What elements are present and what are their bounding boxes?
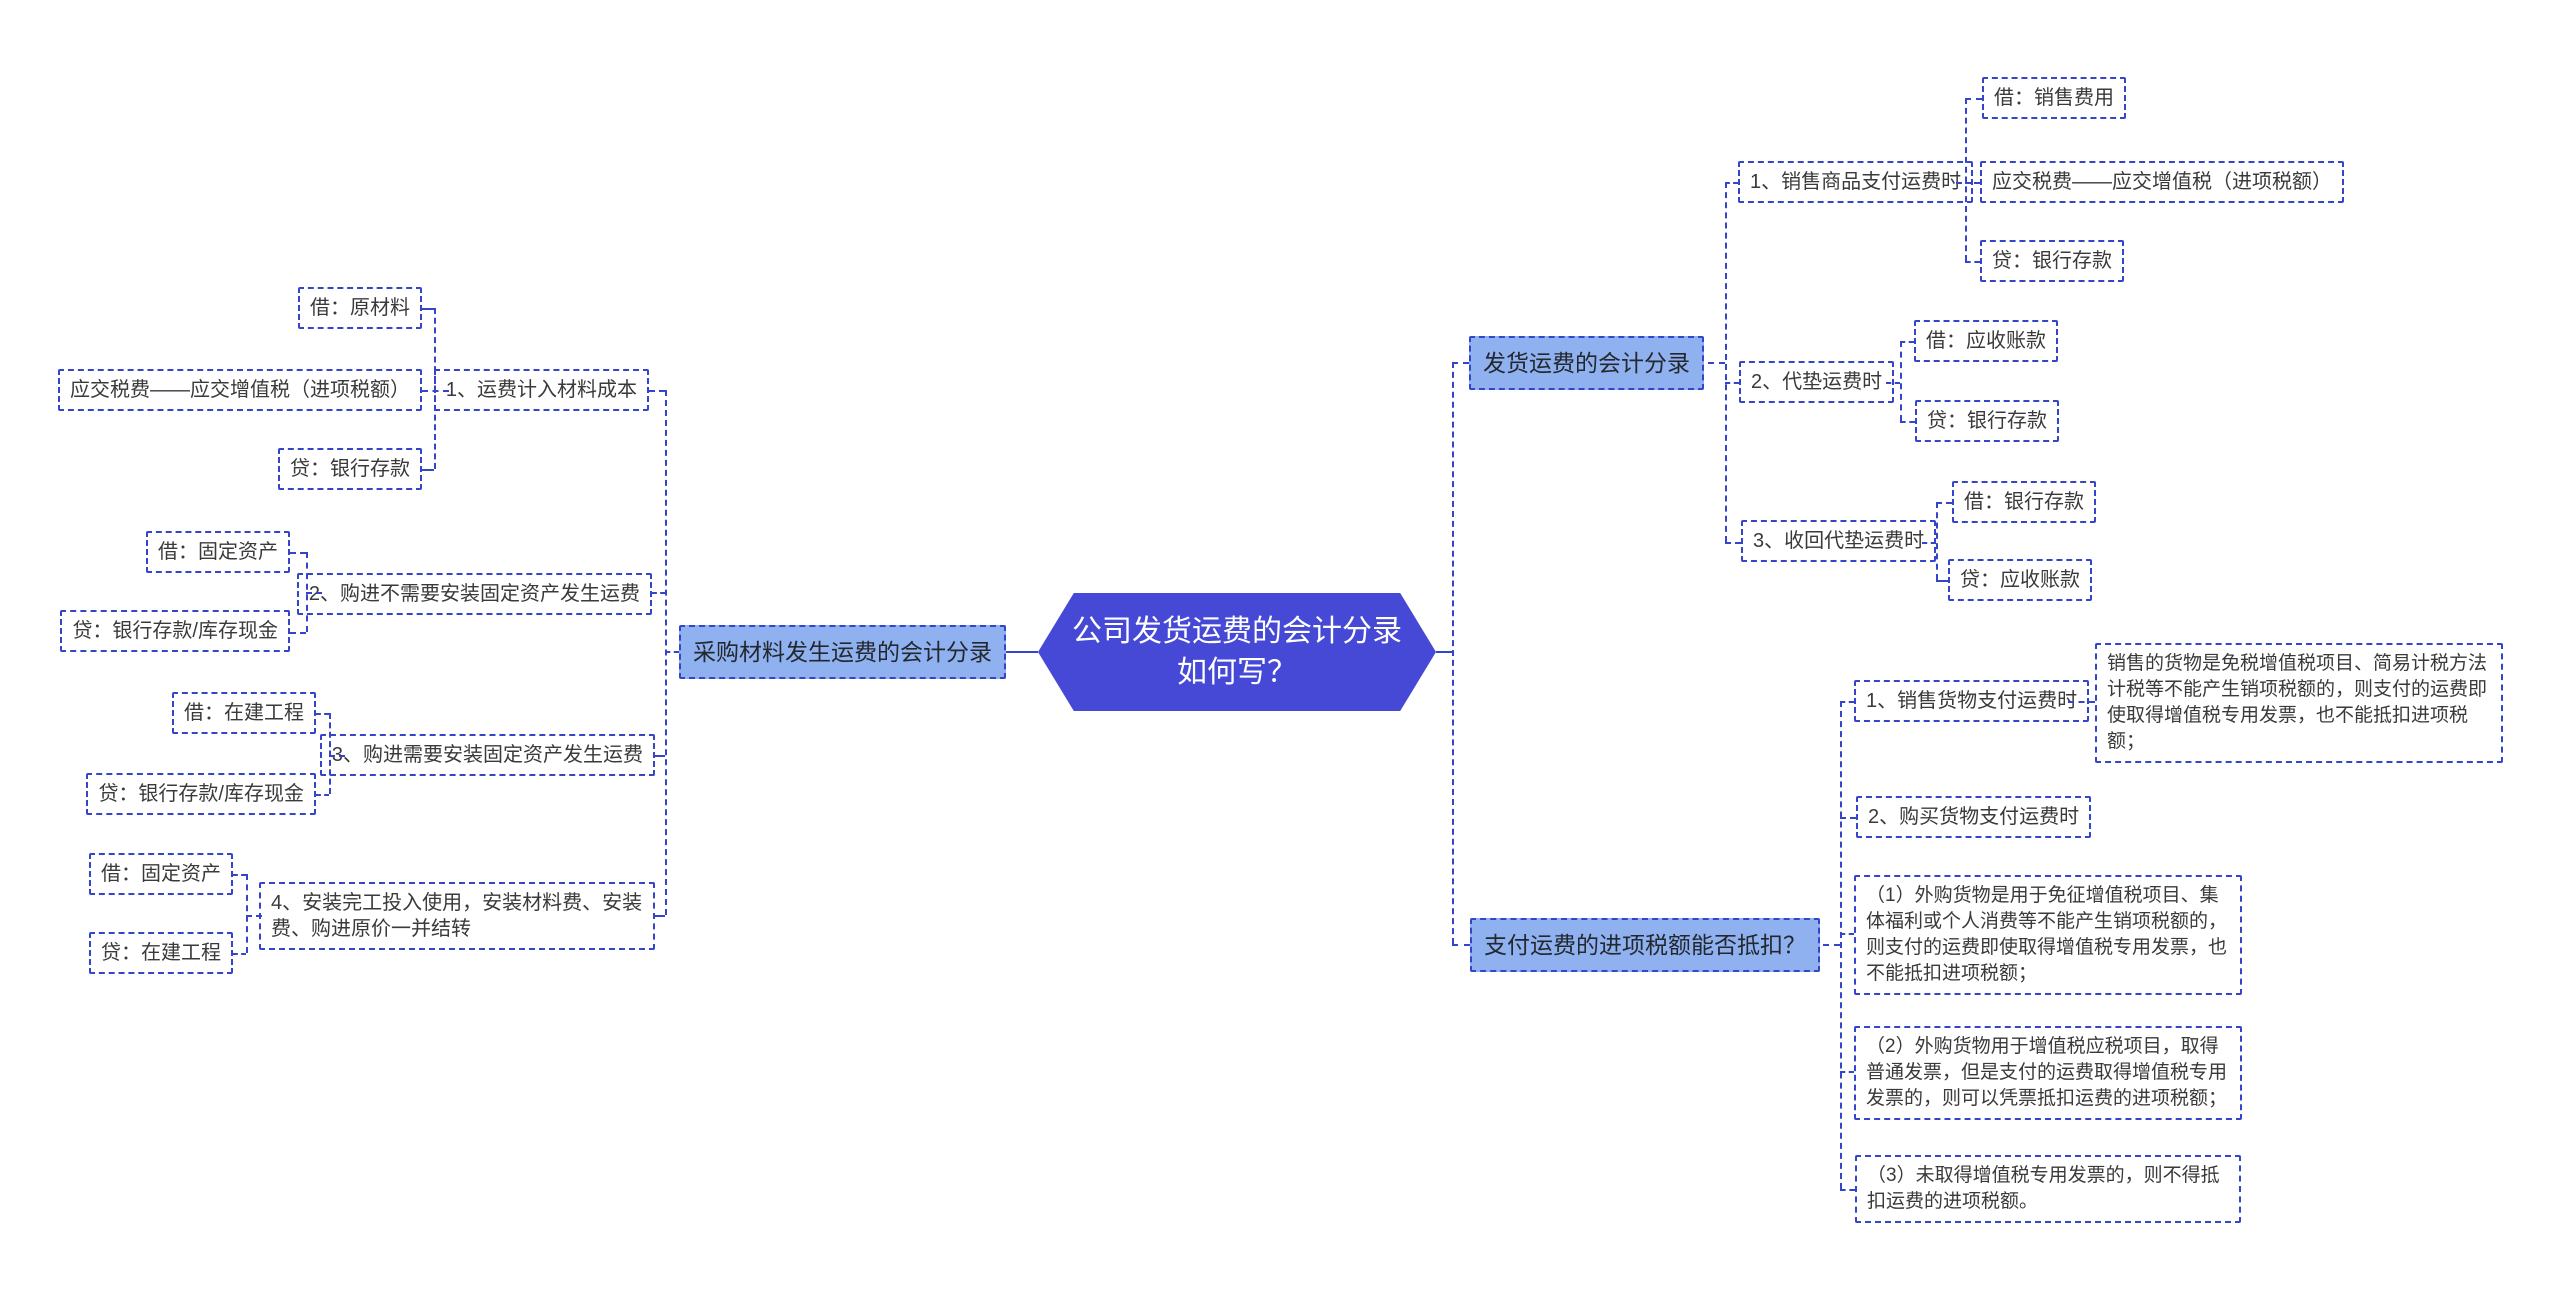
connector [1452, 362, 1454, 944]
connector [1725, 182, 1727, 542]
connector [246, 874, 248, 953]
root-topic-line2: 如何写？ [1177, 656, 1297, 689]
connector [233, 874, 246, 876]
connector [1956, 182, 1980, 184]
connector [233, 953, 246, 955]
connector [1840, 933, 1854, 935]
entry-credit-bank-deposit-r1[interactable]: 贷：银行存款 [1980, 240, 2124, 282]
connector [1708, 362, 1725, 364]
connector [329, 755, 345, 757]
connector [1436, 651, 1452, 653]
entry-credit-bank-deposit-left1[interactable]: 贷：银行存款 [278, 448, 422, 490]
connector [1965, 261, 1980, 263]
connector [665, 651, 679, 653]
entry-credit-construction-in-progress[interactable]: 贷：在建工程 [89, 932, 233, 974]
root-topic-line1: 公司发货运费的会计分录 [1072, 615, 1402, 648]
entry-credit-bank-deposit-r2[interactable]: 贷：银行存款 [1915, 400, 2059, 442]
connector [1900, 341, 1902, 421]
connector [1965, 98, 1982, 100]
topic-advance-freight[interactable]: 2、代垫运费时 [1739, 361, 1895, 403]
connector [434, 308, 436, 469]
connector [306, 592, 322, 594]
connector [652, 592, 665, 594]
connector [1725, 542, 1741, 544]
connector [290, 632, 306, 634]
entry-credit-bank-or-cash-3[interactable]: 贷：银行存款/库存现金 [86, 773, 316, 815]
entry-debit-raw-materials[interactable]: 借：原材料 [298, 287, 422, 329]
connector [1452, 362, 1469, 364]
branch-label-purchase[interactable]: 采购材料发生运费的会计分录 [679, 625, 1006, 679]
connector [1452, 944, 1470, 946]
connector [1840, 701, 1842, 1189]
note-selling-goods-no-deduction[interactable]: 销售的货物是免税增值税项目、简易计税方法计税等不能产生销项税额的，则支付的运费即… [2095, 643, 2503, 763]
entry-credit-accounts-receivable[interactable]: 贷：应收账款 [1948, 559, 2092, 601]
entry-credit-bank-or-cash-2[interactable]: 贷：银行存款/库存现金 [60, 610, 290, 652]
topic-pay-freight-selling-goods[interactable]: 1、销售商品支付运费时 [1738, 161, 1974, 203]
connector [1936, 580, 1948, 582]
connector [422, 308, 434, 310]
connector [1900, 341, 1914, 343]
note-case3-no-invoice-no-deduction[interactable]: （3）未取得增值税专用发票的，则不得抵扣运费的进项税额。 [1855, 1155, 2241, 1223]
entry-debit-accounts-receivable[interactable]: 借：应收账款 [1914, 320, 2058, 362]
entry-tax-payable-input-vat-right[interactable]: 应交税费——应交增值税（进项税额） [1980, 161, 2344, 203]
entry-debit-bank-deposit[interactable]: 借：银行存款 [1952, 481, 2096, 523]
topic-freight-into-material-cost[interactable]: 1、运费计入材料成本 [433, 369, 649, 411]
note-case2-taxable-can-deduct[interactable]: （2）外购货物用于增值税应税项目，取得普通发票，但是支付的运费取得增值税专用发票… [1854, 1026, 2242, 1120]
connector [1725, 182, 1738, 184]
connector [1840, 1071, 1854, 1073]
root-topic[interactable]: 公司发货运费的会计分录 如何写？ [1038, 593, 1436, 711]
connector [655, 755, 665, 757]
branch-label-deduction[interactable]: 支付运费的进项税额能否抵扣？ [1470, 918, 1820, 972]
connector [329, 713, 331, 794]
topic-fixed-asset-no-install[interactable]: 2、购进不需要安装固定资产发生运费 [296, 573, 652, 615]
entry-debit-fixed-assets-2[interactable]: 借：固定资产 [146, 531, 290, 573]
connector [1006, 651, 1038, 653]
entry-debit-fixed-assets-4[interactable]: 借：固定资产 [89, 853, 233, 895]
connector [1922, 542, 1936, 544]
connector [649, 390, 665, 392]
branch-label-shipping[interactable]: 发货运费的会计分录 [1469, 336, 1704, 390]
connector [246, 915, 262, 917]
topic-pay-freight-when-selling[interactable]: 1、销售货物支付运费时 [1854, 680, 2090, 722]
connector [1936, 502, 1938, 580]
connector [422, 390, 449, 392]
connector [316, 713, 329, 715]
connector [1840, 701, 1854, 703]
topic-install-complete-transfer[interactable]: 4、安装完工投入使用，安装材料费、安装费、购进原价一并结转 [259, 882, 655, 950]
connector [1840, 817, 1856, 819]
entry-tax-payable-input-vat-left[interactable]: 应交税费——应交增值税（进项税额） [58, 369, 422, 411]
topic-pay-freight-when-buying[interactable]: 2、购买货物支付运费时 [1856, 796, 2092, 838]
connector [1900, 421, 1915, 423]
topic-recover-advance-freight[interactable]: 3、收回代垫运费时 [1741, 520, 1937, 562]
connector [1725, 382, 1739, 384]
connector [290, 552, 306, 554]
connector [316, 794, 329, 796]
connector [2068, 701, 2095, 703]
connector [1823, 944, 1840, 946]
note-case1-exempt-no-deduction[interactable]: （1）外购货物是用于免征增值税项目、集体福利或个人消费等不能产生销项税额的，则支… [1854, 875, 2242, 995]
connector [655, 915, 665, 917]
connector [1886, 382, 1900, 384]
connector [1840, 1189, 1855, 1191]
connector [1965, 98, 1967, 261]
connector [1936, 502, 1952, 504]
topic-fixed-asset-need-install[interactable]: 3、购进需要安装固定资产发生运费 [319, 734, 655, 776]
connector [422, 469, 434, 471]
entry-debit-selling-expenses[interactable]: 借：销售费用 [1982, 77, 2126, 119]
entry-debit-construction-in-progress[interactable]: 借：在建工程 [172, 692, 316, 734]
